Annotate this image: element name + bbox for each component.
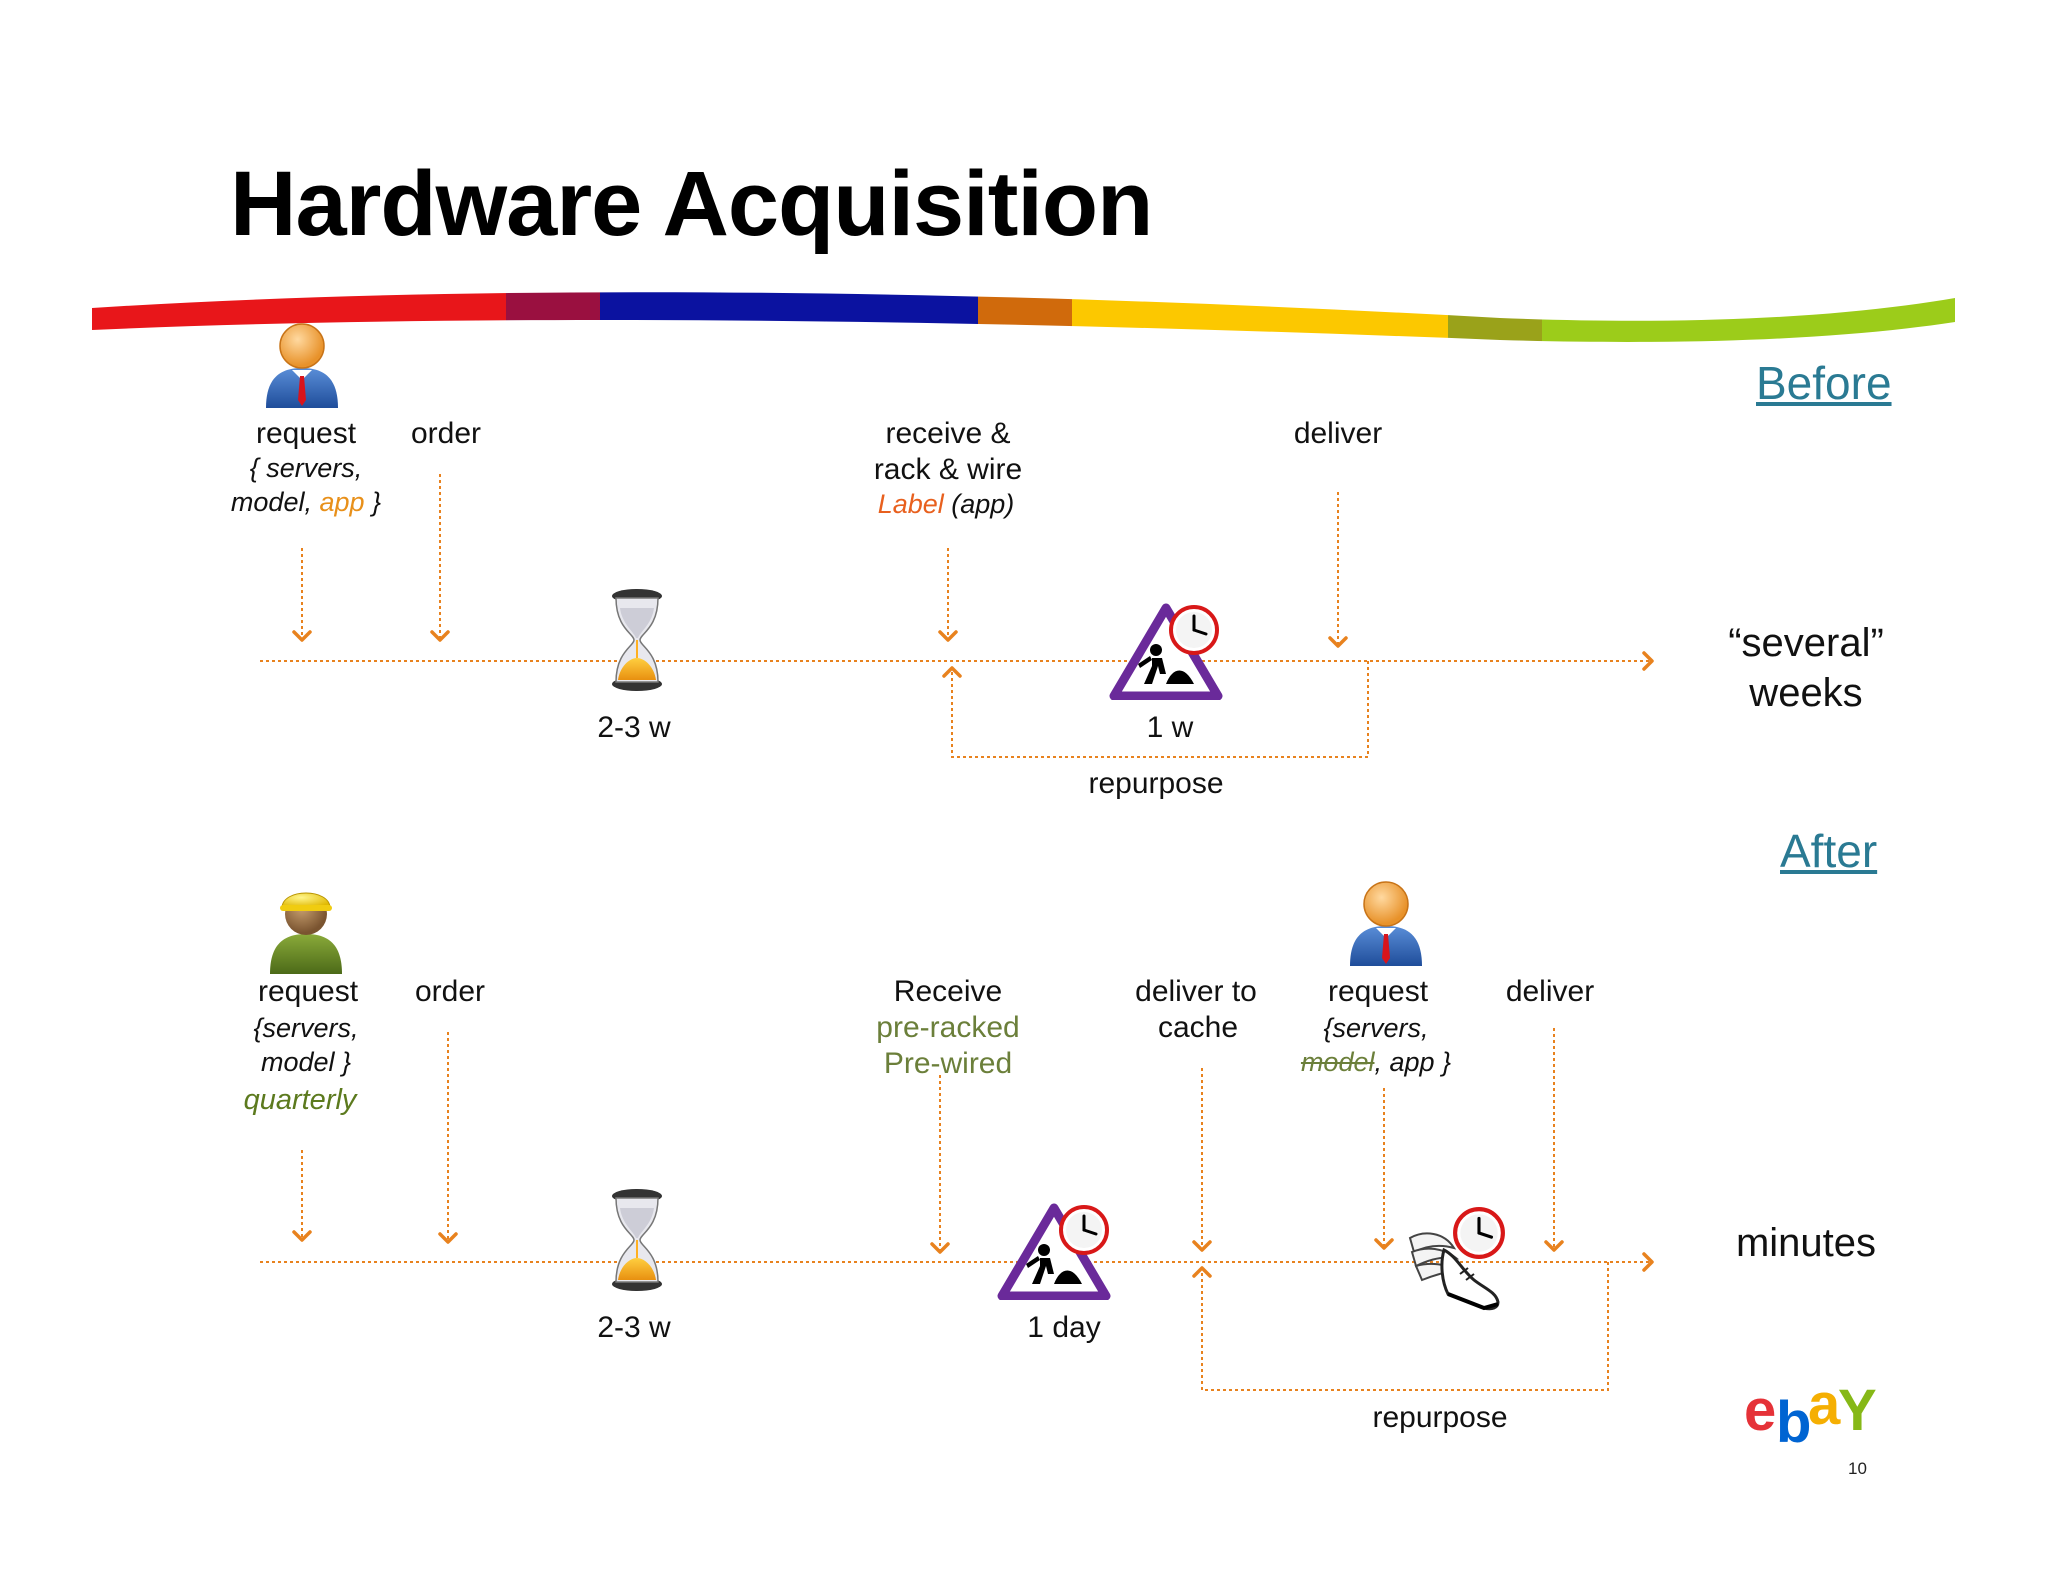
before-order-label: order	[410, 417, 482, 450]
before-request-label: request	[255, 417, 357, 450]
svg-text:b: b	[1776, 1390, 1811, 1448]
before-request-app: app	[319, 487, 365, 517]
clock-icon	[1059, 1205, 1109, 1255]
svg-text:Y: Y	[1838, 1378, 1877, 1443]
after-order-label: order	[414, 975, 486, 1008]
before-repurpose-label: repurpose	[1088, 767, 1224, 800]
before-receive-line-3: Label (app)	[878, 488, 1015, 521]
after-deliver-cache-line-2: cache	[1157, 1011, 1239, 1044]
before-request-model: model,	[230, 487, 320, 517]
user-icon	[266, 323, 338, 408]
after-request-label: request	[257, 975, 359, 1008]
after-request2-detail-1: {servers,	[1323, 1013, 1429, 1043]
ebay-logo: e b a Y	[1744, 1378, 1877, 1448]
clock-icon	[1453, 1207, 1505, 1259]
after-heading: After	[1780, 825, 1878, 877]
after-request2-detail-2: model, app }	[1301, 1046, 1451, 1079]
before-request-close: }	[364, 487, 382, 517]
after-deliver-label: deliver	[1505, 975, 1595, 1008]
page-number: 10	[1848, 1459, 1867, 1478]
after-repurpose-label: repurpose	[1372, 1401, 1508, 1434]
svg-text:a: a	[1808, 1378, 1841, 1437]
after-request2-model-struck: model	[1300, 1047, 1375, 1077]
clock-icon	[1169, 605, 1219, 655]
after-receive-line-3: Pre-wired	[883, 1047, 1013, 1080]
before-receive-line-2: rack & wire	[873, 453, 1023, 486]
after-request2-label: request	[1327, 975, 1429, 1008]
before-request-detail-2: model, app }	[231, 486, 381, 519]
after-request2-app: , app }	[1374, 1047, 1452, 1077]
after-deliver-cache-line-1: deliver to	[1135, 975, 1257, 1008]
hourglass-icon	[612, 589, 662, 691]
hourglass-icon	[612, 1189, 662, 1291]
winged-shoe-icon	[1408, 1232, 1500, 1311]
after-request-detail-1: {servers,	[253, 1013, 359, 1043]
color-band	[92, 292, 1955, 342]
after-duration-2: 1 day	[1027, 1311, 1101, 1344]
before-heading: Before	[1756, 357, 1892, 409]
slide-title: Hardware Acquisition	[230, 153, 1153, 255]
after-duration-1: 2-3 w	[597, 1311, 671, 1344]
before-duration-1: 2-3 w	[597, 711, 671, 744]
svg-text:e: e	[1744, 1378, 1776, 1443]
after-request-note: quarterly	[243, 1084, 357, 1116]
user-icon	[1350, 881, 1422, 966]
after-receive-line-2: pre-racked	[876, 1011, 1020, 1044]
before-duration-2: 1 w	[1146, 711, 1194, 744]
after-request-detail-2: model }	[260, 1047, 352, 1077]
after-receive-line-1: Receive	[893, 975, 1003, 1008]
before-result-line-1: “several”	[1728, 621, 1884, 665]
worker-user-icon	[270, 892, 342, 974]
before-result-line-2: weeks	[1749, 671, 1863, 715]
before-receive-line-1: receive &	[885, 417, 1011, 450]
before-label-text: Label	[877, 489, 944, 519]
after-result: minutes	[1735, 1221, 1877, 1265]
before-label-app: (app)	[943, 489, 1015, 519]
before-deliver-label: deliver	[1293, 417, 1383, 450]
after-repurpose-loop	[1192, 1262, 1609, 1391]
before-repurpose-loop	[942, 661, 1369, 758]
before-request-detail-1: { servers,	[249, 453, 363, 483]
